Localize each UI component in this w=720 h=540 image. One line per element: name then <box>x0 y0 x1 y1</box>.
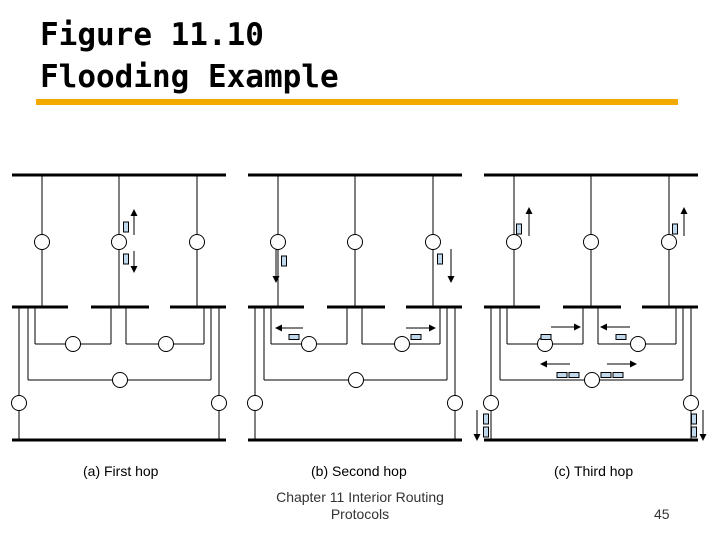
packet-c-top-right <box>672 223 678 235</box>
arrow-c-side-right-head <box>699 434 707 441</box>
panel-3-side-router-left <box>483 395 499 411</box>
packet-c-low-4 <box>612 372 624 378</box>
arrow-a-down-head <box>130 266 138 273</box>
panel-1-side-router-right <box>211 395 227 411</box>
panel-3-upper-router-2 <box>583 234 599 250</box>
caption-first-hop: (a) First hop <box>83 463 159 479</box>
packet-c-side-right-1 <box>691 413 697 425</box>
footer-chapter: Chapter 11 Interior Routing Protocols <box>260 489 460 523</box>
panel-1-upper-router-1 <box>34 234 50 250</box>
packet-c-low-1 <box>556 372 568 378</box>
footer-line-1: Chapter 11 Interior Routing <box>276 489 444 505</box>
packet-c-low-3 <box>600 372 612 378</box>
arrow-c-mid-a-head <box>574 323 581 331</box>
panel-2-lower-center-router <box>348 372 364 388</box>
arrow-c-mid-b-head <box>600 323 607 331</box>
panel-2-side-router-left <box>247 395 263 411</box>
panel-2-upper-router-1 <box>270 234 286 250</box>
panel-2-side-router-right <box>447 395 463 411</box>
arrow-c-low-left-head <box>540 360 547 368</box>
packet-c-low-2 <box>568 372 580 378</box>
panel-1-upper-router-3 <box>189 234 205 250</box>
packet-b-right <box>437 253 443 265</box>
packet-b-left <box>281 255 287 267</box>
packet-c-mid-b <box>615 334 627 340</box>
title-line-1: Figure 11.10 <box>40 17 264 53</box>
panel-2-upper-router-3 <box>425 234 441 250</box>
arrow-c-side-left-head <box>473 434 481 441</box>
arrow-c-top-left-head <box>525 207 533 214</box>
page-number: 45 <box>654 506 670 522</box>
packet-c-side-right-2 <box>691 426 697 438</box>
panel-2-middle-router-left <box>301 336 317 352</box>
panel-1-upper-router-2 <box>111 234 127 250</box>
title-underline <box>36 99 678 105</box>
arrow-c-low-right-head <box>630 360 637 368</box>
packet-c-mid-a <box>540 334 552 340</box>
panel-3-upper-router-3 <box>661 234 677 250</box>
panel-3-upper-router-1 <box>506 234 522 250</box>
panel-1-middle-router-left <box>65 336 81 352</box>
packet-b-mid-left <box>288 334 300 340</box>
panel-1-lower-center-router <box>112 372 128 388</box>
arrow-c-top-right-head <box>680 207 688 214</box>
arrow-b-mid-right-head <box>429 324 436 332</box>
arrow-b-mid-left-head <box>275 324 282 332</box>
caption-second-hop: (b) Second hop <box>311 463 407 479</box>
panel-2-upper-router-2 <box>347 234 363 250</box>
panel-1-middle-router-right <box>158 336 174 352</box>
packet-c-top-left <box>516 223 522 235</box>
title-line-2: Flooding Example <box>40 59 339 95</box>
packet-c-side-left-2 <box>483 426 489 438</box>
arrow-b-right-head <box>447 276 455 283</box>
packet-a-down <box>123 253 129 265</box>
caption-third-hop: (c) Third hop <box>554 463 634 479</box>
slide-title: Figure 11.10 Flooding Example <box>40 14 339 98</box>
packet-c-side-left-1 <box>483 413 489 425</box>
arrow-b-left-head <box>272 276 280 283</box>
panel-1-side-router-left <box>11 395 27 411</box>
packet-b-mid-right <box>410 334 422 340</box>
arrow-a-up-head <box>130 209 138 216</box>
panel-3-side-router-right <box>683 395 699 411</box>
packet-a-up <box>123 221 129 233</box>
panel-2-middle-router-right <box>394 336 410 352</box>
panel-3-middle-router-right <box>630 336 646 352</box>
panel-3-lower-center-router <box>584 372 600 388</box>
footer-line-2: Protocols <box>330 506 390 522</box>
